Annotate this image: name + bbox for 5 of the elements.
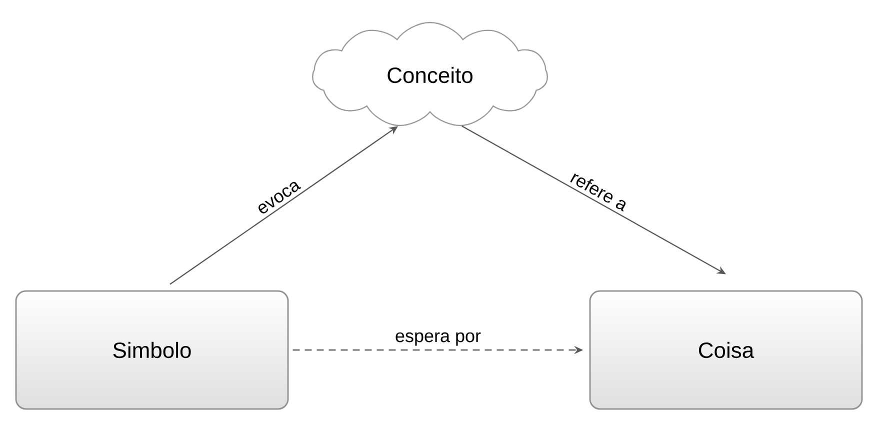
concept-cloud: Conceito [312, 22, 548, 126]
rounded-box: Coisa [589, 290, 863, 410]
edge-label: espera por [396, 332, 481, 346]
rounded-box: Simbolo [15, 290, 289, 410]
edge-label: refere a [570, 173, 626, 212]
